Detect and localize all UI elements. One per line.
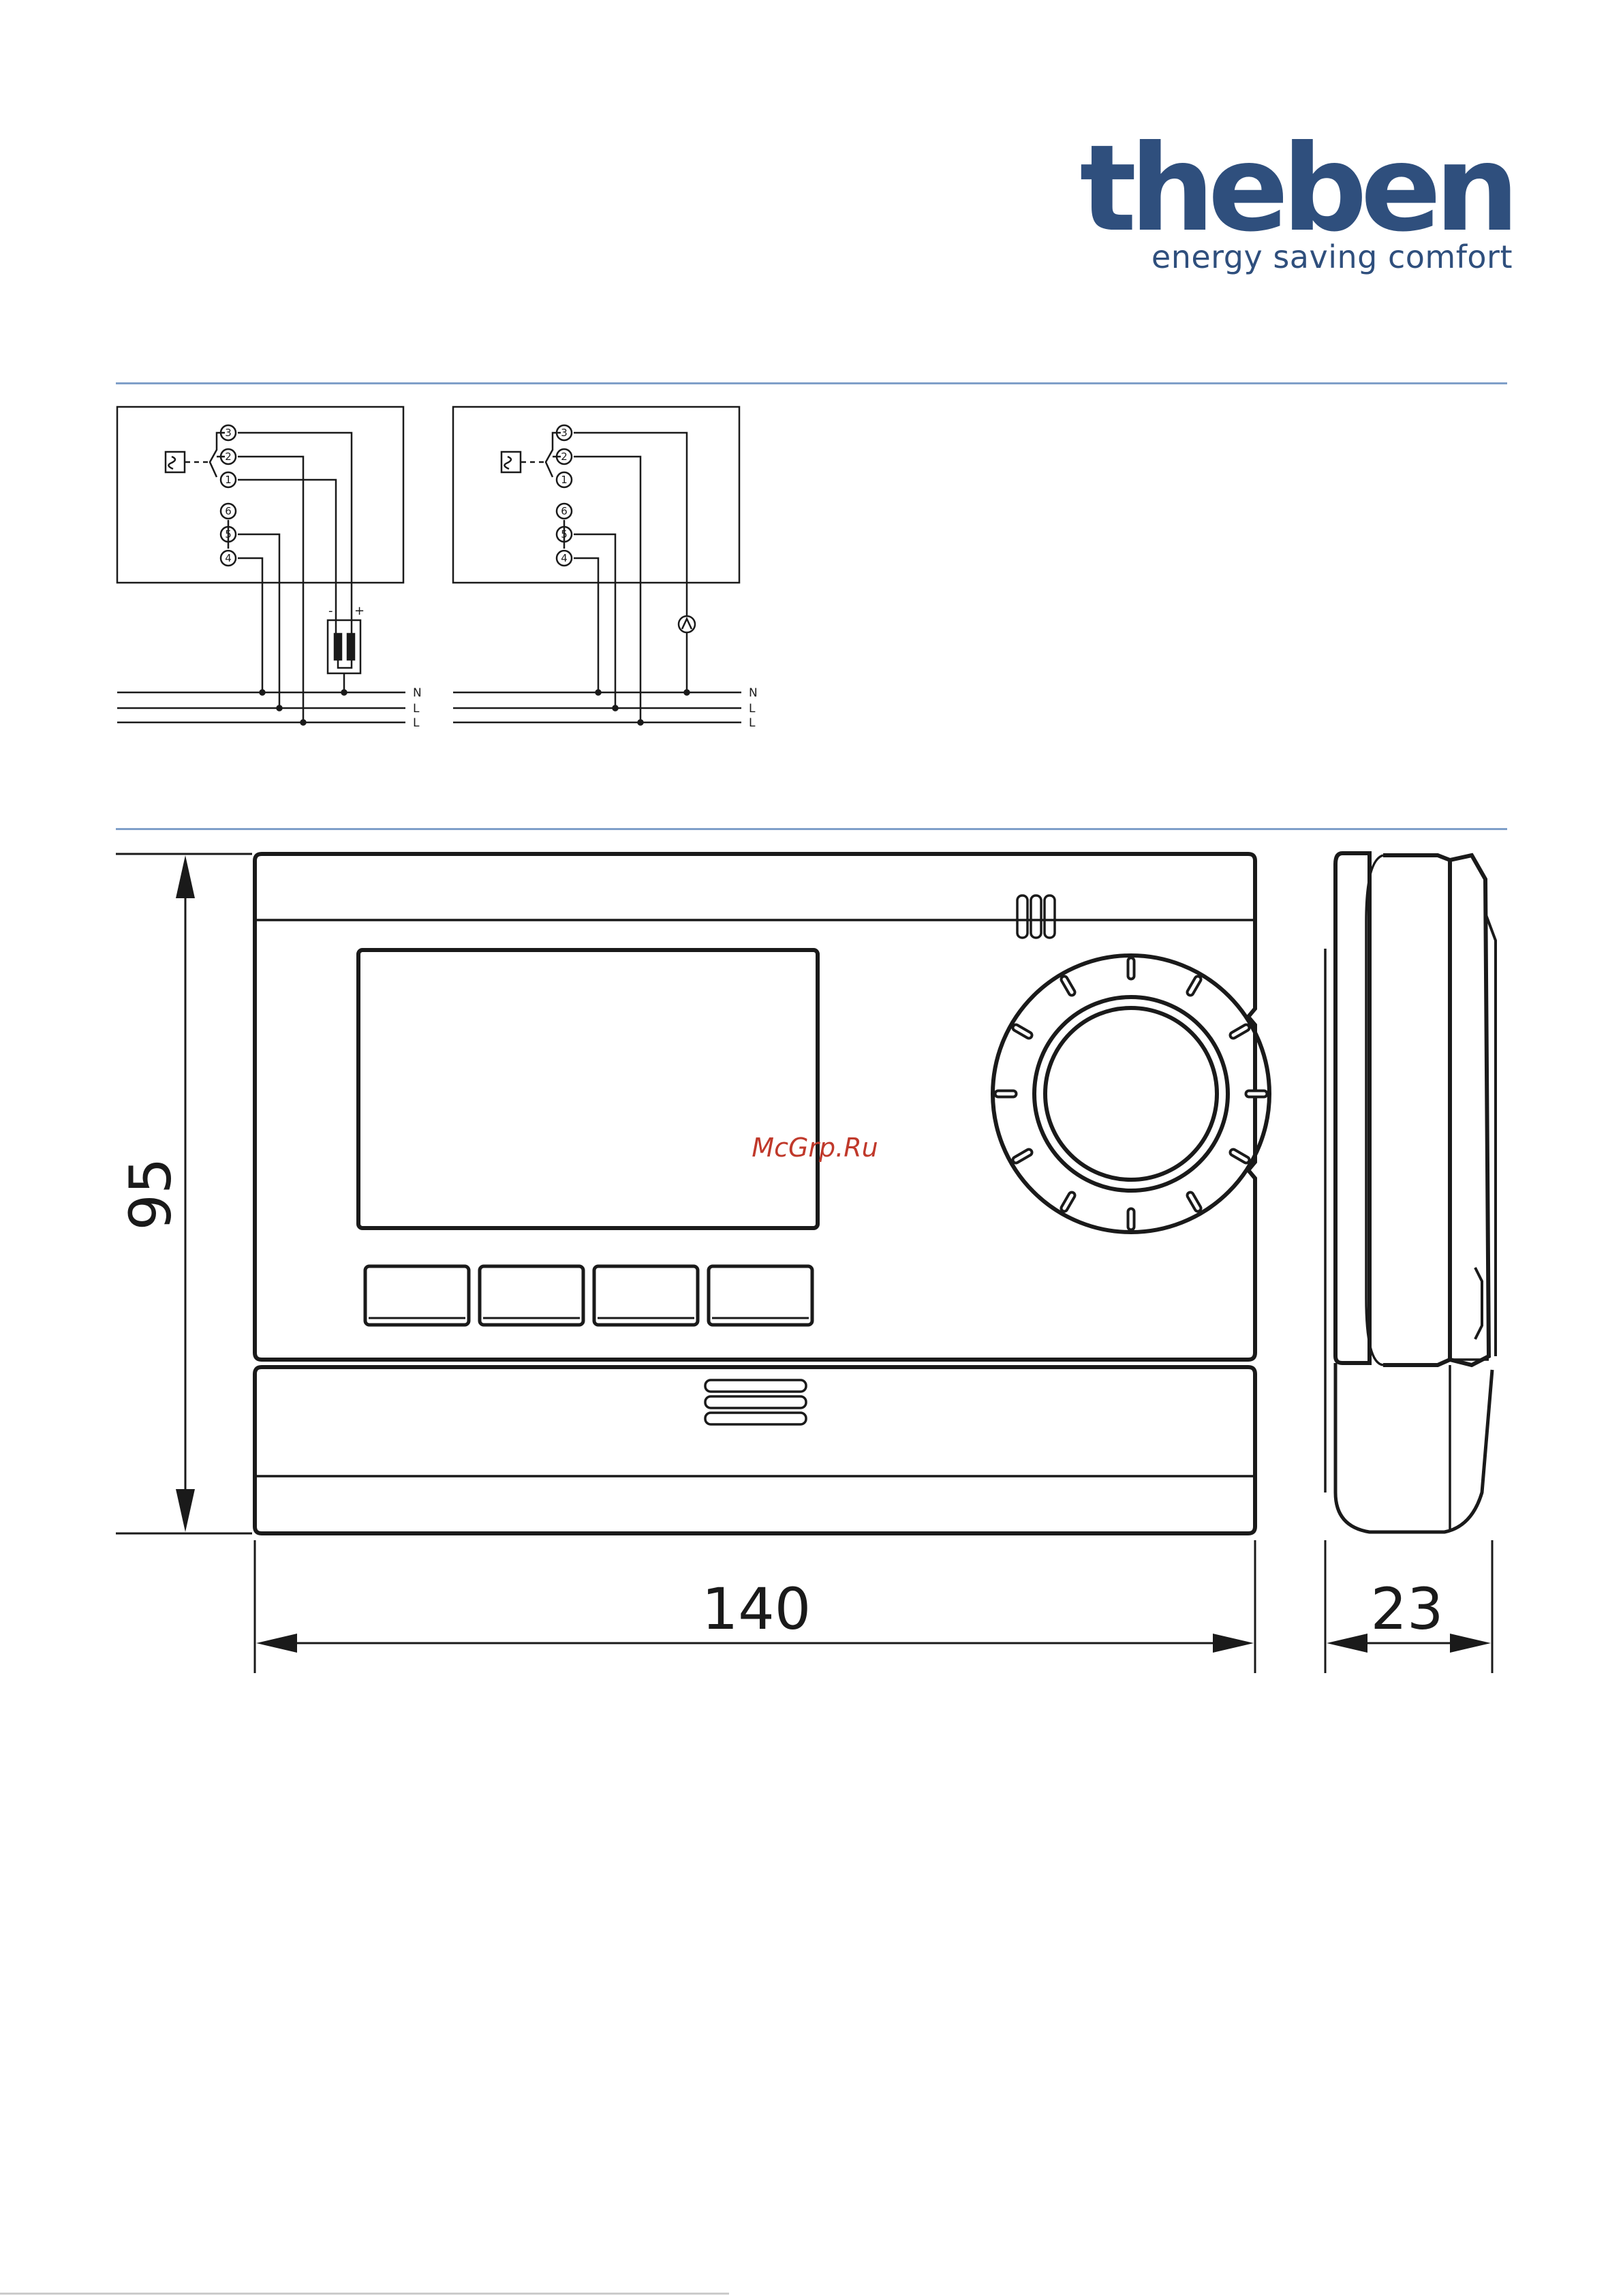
terminal-label: 5 xyxy=(225,528,232,540)
relay-box xyxy=(328,620,360,673)
polarity-plus: + xyxy=(354,604,365,618)
relay-coil-b xyxy=(347,634,354,660)
terminal-label: 6 xyxy=(225,505,232,517)
relay-coil-a xyxy=(335,634,341,660)
vent-slot xyxy=(1045,896,1055,938)
contact-switch-2 xyxy=(546,433,561,477)
terminal-label: 2 xyxy=(225,450,232,463)
rail-label: L xyxy=(749,716,756,730)
terminal-label: 4 xyxy=(225,552,232,564)
terminal-label: 5 xyxy=(561,528,568,540)
sensor-glyph-2 xyxy=(504,457,511,469)
dimension-width-label: 140 xyxy=(702,1576,811,1642)
wiring-diagram-1 xyxy=(117,407,405,725)
rail-label: L xyxy=(413,702,420,716)
cover-vent xyxy=(705,1396,806,1408)
rail-label: N xyxy=(413,686,422,700)
rail-label: L xyxy=(749,702,756,716)
footer-rule xyxy=(0,2293,729,2295)
dial-ticks-inner xyxy=(998,961,1264,1227)
terminal-label: 3 xyxy=(561,427,568,439)
device-front-view xyxy=(255,854,1269,1533)
rail-label: L xyxy=(413,716,420,730)
terminal-label: 3 xyxy=(225,427,232,439)
side-base-plate xyxy=(1335,853,1370,1363)
terminal-label: 1 xyxy=(225,474,232,486)
dimension-height-label: 95 xyxy=(117,1158,184,1231)
terminal-label: 2 xyxy=(561,450,568,463)
dimension-lines xyxy=(116,854,1492,1673)
lcd-display xyxy=(358,950,818,1228)
sensor-glyph-1 xyxy=(168,457,175,469)
rail-label: N xyxy=(749,686,758,700)
vent-slot xyxy=(1017,896,1027,938)
sensor-icon-2 xyxy=(501,452,521,472)
polarity-minus: - xyxy=(328,604,333,618)
rail-labels-1: N L L xyxy=(413,686,422,730)
wiring-diagram-2 xyxy=(453,407,741,725)
terminal-label: 1 xyxy=(561,474,568,486)
button-2 xyxy=(480,1266,583,1325)
button-4 xyxy=(709,1266,812,1325)
terminal-label: 6 xyxy=(561,505,568,517)
cover-vent xyxy=(705,1413,806,1424)
device-side-view xyxy=(1325,853,1496,1532)
contact-switch-1 xyxy=(210,433,225,477)
dial-ticks xyxy=(998,961,1264,1227)
button-3 xyxy=(594,1266,698,1325)
terminal-label: 4 xyxy=(561,552,568,564)
button-1 xyxy=(365,1266,469,1325)
dimension-depth-label: 23 xyxy=(1371,1576,1444,1642)
polarity-labels: - + xyxy=(328,604,365,618)
watermark: McGrp.Ru xyxy=(752,1133,878,1163)
dial-inner-ring xyxy=(1034,997,1228,1191)
side-body xyxy=(1383,855,1450,1365)
dial-knob xyxy=(1045,1008,1217,1180)
cover-vent xyxy=(705,1380,806,1392)
housing-upper xyxy=(255,854,1255,1360)
rail-labels-2: N L L xyxy=(749,686,758,730)
sensor-icon-1 xyxy=(166,452,185,472)
vent-slot xyxy=(1031,896,1041,938)
